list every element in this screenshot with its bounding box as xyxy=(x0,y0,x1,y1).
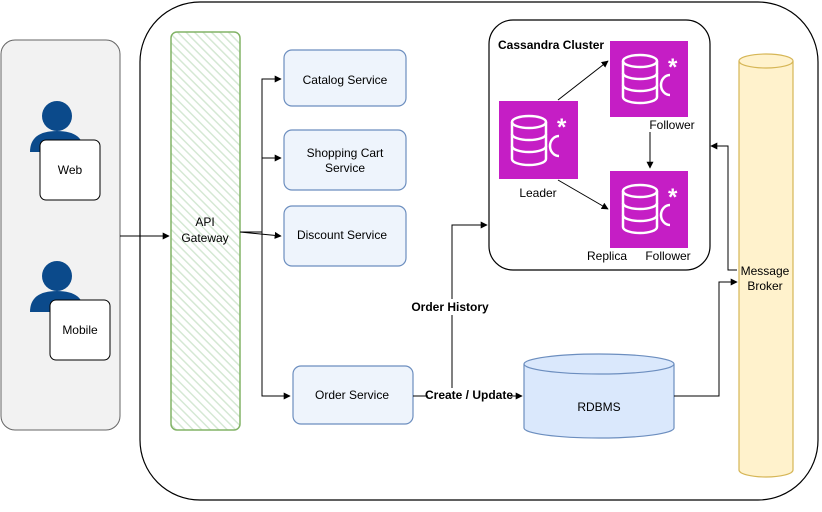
broker-label-1: Message xyxy=(741,264,790,278)
api-gateway-label-2: Gateway xyxy=(181,231,228,245)
broker-label-2: Broker xyxy=(747,279,782,293)
svg-text:*: * xyxy=(557,114,567,141)
mobile-client-label: Mobile xyxy=(62,323,98,337)
follower-top-label: Follower xyxy=(649,118,694,132)
web-client-label: Web xyxy=(58,163,83,177)
svg-text:*: * xyxy=(668,184,678,211)
edge-gateway-catalog xyxy=(240,75,282,233)
order-history-label-bg xyxy=(412,299,488,315)
cassandra-follower-icon[interactable]: * xyxy=(610,41,688,117)
edge-gateway-discount xyxy=(239,231,282,239)
create-update-label: Create / Update xyxy=(425,388,513,402)
catalog-service-label: Catalog Service xyxy=(303,73,388,87)
edge-leader-replica xyxy=(557,179,609,210)
shopping-cart-label-2: Service xyxy=(325,161,365,175)
cassandra-cluster-title: Cassandra Cluster xyxy=(498,38,604,52)
leader-label: Leader xyxy=(519,186,556,200)
edge-rdbms-broker xyxy=(674,278,738,397)
create-update-label-bg xyxy=(428,388,510,404)
mobile-client-box[interactable] xyxy=(49,299,111,361)
client-container xyxy=(0,39,121,431)
order-service[interactable] xyxy=(292,365,414,425)
web-client-box[interactable] xyxy=(39,139,101,201)
rdbms-label: RDBMS xyxy=(577,400,620,414)
api-gateway-label-1: API xyxy=(195,215,214,229)
cassandra-replica-icon[interactable]: * xyxy=(610,171,688,248)
edge-broker-cassandra xyxy=(710,142,737,271)
shopping-cart-service[interactable] xyxy=(283,129,407,191)
replica-label: Replica xyxy=(587,249,627,263)
discount-service-label: Discount Service xyxy=(297,228,387,242)
edge-gateway-order xyxy=(261,232,291,400)
api-gateway[interactable] xyxy=(170,31,241,431)
order-service-label: Order Service xyxy=(315,388,389,402)
order-history-label: Order History xyxy=(411,300,489,314)
svg-text:*: * xyxy=(668,54,678,81)
backend-container xyxy=(139,1,819,501)
discount-service[interactable] xyxy=(283,205,407,267)
rdbms-database[interactable] xyxy=(523,353,675,439)
shopping-cart-label-1: Shopping Cart xyxy=(307,146,384,160)
edge-leader-follower xyxy=(557,60,609,101)
follower-bottom-label: Follower xyxy=(645,249,690,263)
cassandra-leader-icon[interactable]: * xyxy=(499,101,578,179)
message-broker[interactable] xyxy=(738,53,794,478)
catalog-service[interactable] xyxy=(283,49,407,107)
